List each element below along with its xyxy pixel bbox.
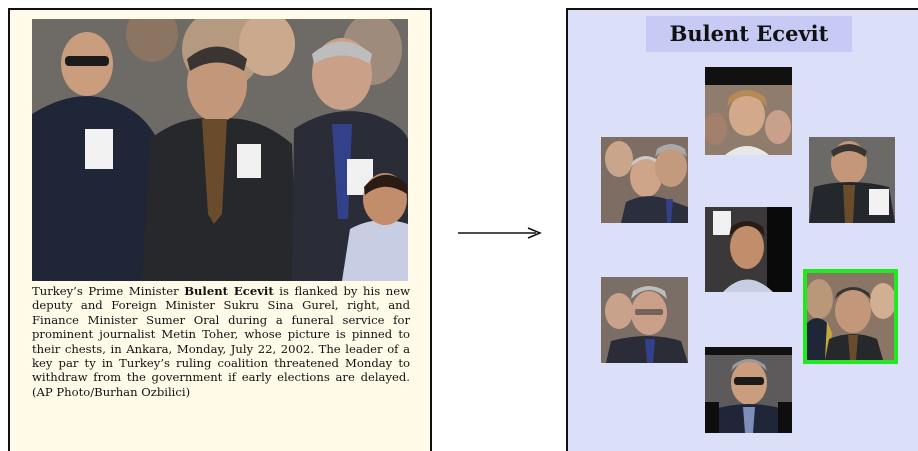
news-caption: Turkey’s Prime Minister Bulent Ecevit is…	[32, 284, 410, 399]
face-old-man-left[interactable]	[601, 137, 688, 223]
caption-post: is flanked by his new deputy and Foreign…	[32, 284, 410, 399]
news-photo	[32, 19, 408, 281]
right-arrow-icon	[458, 227, 542, 239]
face-woman-group[interactable]	[705, 67, 792, 155]
news-item-panel: Turkey’s Prime Minister Bulent Ecevit is…	[8, 8, 432, 451]
face-sunglasses[interactable]	[705, 347, 792, 433]
face-man-striped-pin[interactable]	[809, 137, 895, 223]
caption-pre: Turkey’s Prime Minister	[32, 284, 185, 298]
face-ecevit[interactable]	[803, 269, 898, 364]
caption-name: Bulent Ecevit	[184, 284, 274, 298]
face-boy[interactable]	[705, 207, 792, 292]
face-grey-hair-glasses[interactable]	[601, 277, 688, 363]
target-name-label: Bulent Ecevit	[646, 16, 852, 52]
face-results-panel: Bulent Ecevit	[566, 8, 918, 451]
